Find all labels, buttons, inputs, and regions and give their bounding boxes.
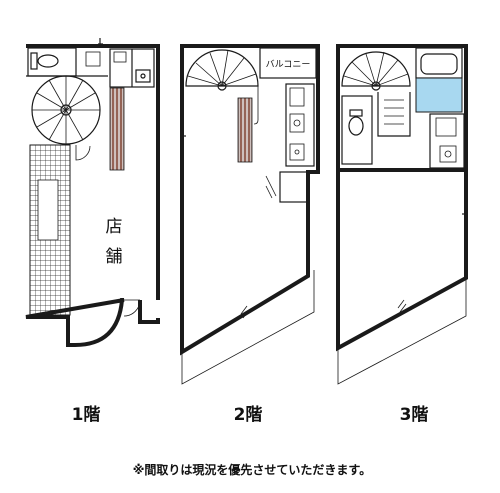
floor-1-plan: 店 舗 xyxy=(25,38,160,347)
floor-1-door-arc xyxy=(75,145,91,161)
spiral-staircase-icon xyxy=(31,75,101,145)
floor-2-cabinet xyxy=(279,171,309,203)
kitchen-icon xyxy=(285,83,315,167)
floor-1-north-mark xyxy=(98,38,103,48)
floor-3-balcony-outline xyxy=(337,280,467,385)
sink-icon xyxy=(429,113,465,169)
floor-2-wood-stair xyxy=(237,97,253,163)
toilet-icon xyxy=(27,47,77,77)
floor-2-outer-wall xyxy=(180,44,320,356)
floor-2-window-mark xyxy=(265,175,277,199)
layout-note: ※間取りは現況を優先させていただきます。 xyxy=(133,462,371,477)
floor-3-stair-treads xyxy=(384,99,404,125)
floor-2-label: 2階 xyxy=(234,405,263,425)
floor-2-window-mark-2 xyxy=(240,305,250,319)
floor-1-outer-wall xyxy=(25,44,160,347)
floor-2-balcony-label: バルコニー xyxy=(266,59,311,70)
floor-3-stair-run xyxy=(377,92,411,137)
toilet-icon xyxy=(341,95,373,165)
sink-icon xyxy=(109,48,155,88)
floor-1-cabinet xyxy=(37,179,59,241)
spiral-staircase-icon xyxy=(185,49,259,125)
floor-2-plan: バルコニー xyxy=(180,44,320,385)
floor-3-plan xyxy=(336,44,468,385)
bathtub-icon xyxy=(415,47,463,113)
floor-1-label: 1階 xyxy=(72,405,101,425)
floor-1-room-label-bottom: 舗 xyxy=(106,247,123,267)
floor-3-window-mark xyxy=(397,299,407,313)
floor-2-balcony xyxy=(259,47,317,79)
floor-3-outer-wall xyxy=(336,44,468,352)
floor-3-label: 3階 xyxy=(400,405,429,425)
spiral-staircase-icon xyxy=(341,51,411,91)
floor-1-wood-stair xyxy=(109,87,125,171)
floor-2-balcony-outline xyxy=(181,270,315,385)
floor-1-door-swing xyxy=(85,51,101,67)
floor-1-room-label-top: 店 xyxy=(106,217,123,237)
floor-1-entrance-door xyxy=(123,299,141,317)
